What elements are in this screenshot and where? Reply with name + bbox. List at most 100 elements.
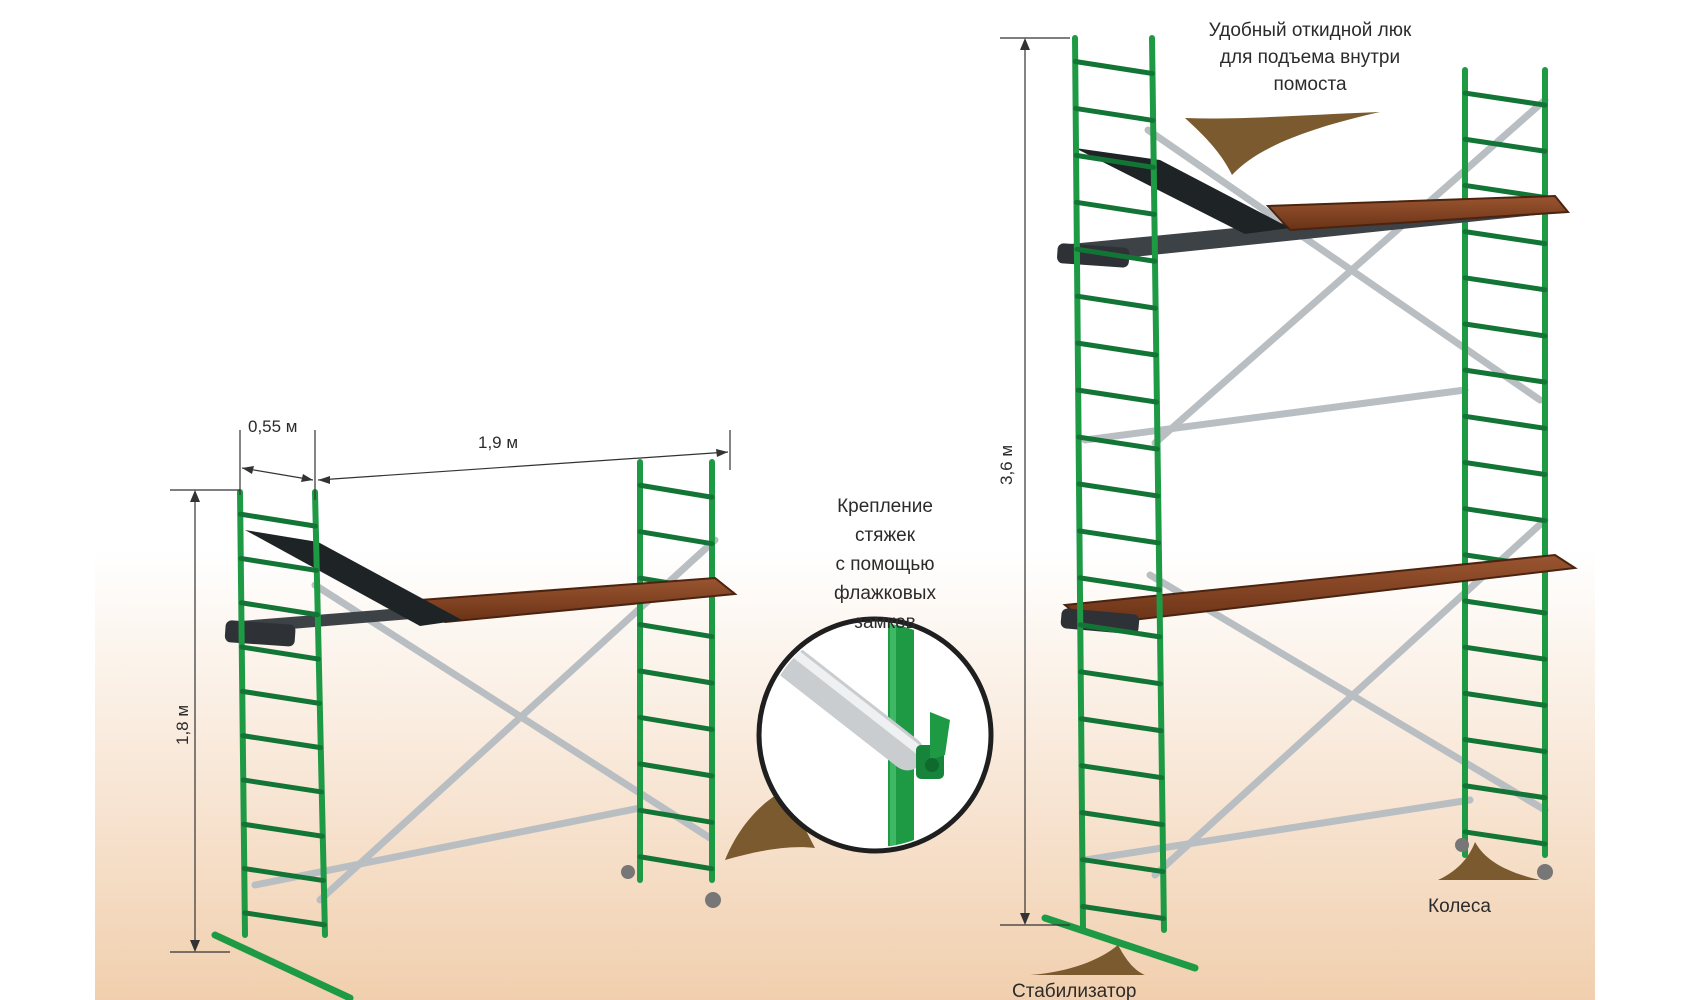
small-front-ladder-rung bbox=[241, 866, 326, 884]
large-brace-3 bbox=[1081, 386, 1469, 444]
small-brace-3 bbox=[251, 804, 644, 889]
clamp-detail-callout bbox=[725, 616, 994, 860]
large-dimension-lines bbox=[1000, 37, 1070, 926]
small-front-ladder-rung bbox=[238, 600, 320, 618]
hatch-annotation-line: помоста bbox=[1273, 74, 1346, 95]
small-front-ladder-frame bbox=[237, 489, 328, 938]
small-back-ladder-rung bbox=[637, 714, 715, 732]
large-stabilizer-foot bbox=[1041, 914, 1199, 972]
small-front-ladder-rung bbox=[239, 688, 322, 706]
hatch-annotation-line: для подъема внутри bbox=[1220, 47, 1400, 68]
small-front-ladder-upright-left bbox=[237, 489, 248, 938]
large-front-ladder-rung bbox=[1073, 105, 1156, 123]
upper-hatch-lid bbox=[1075, 148, 1290, 234]
wheels-callout-pointer bbox=[1438, 842, 1540, 880]
small-front-ladder-rung bbox=[240, 733, 323, 751]
large-back-ladder-rung bbox=[1462, 182, 1548, 200]
large-back-ladder-rung bbox=[1462, 506, 1548, 524]
flag-lock bbox=[916, 712, 950, 779]
small-back-ladder-rung bbox=[637, 668, 715, 686]
large-front-ladder-rung bbox=[1074, 293, 1158, 311]
small-front-ladder-rung bbox=[239, 644, 321, 662]
large-front-ladder-rung bbox=[1075, 387, 1160, 405]
large-wheel-front bbox=[1537, 864, 1553, 880]
small-front-ladder-rung bbox=[237, 511, 318, 529]
small-back-ladder-rung bbox=[637, 482, 715, 500]
stabilizer-callout-pointer bbox=[1030, 945, 1145, 975]
large-front-ladder-rung bbox=[1080, 904, 1167, 922]
clamp-annotation-line: Крепление bbox=[837, 496, 933, 517]
large-back-ladder-rung bbox=[1462, 229, 1548, 247]
small-front-ladder-rung bbox=[241, 821, 325, 839]
small-brace-1 bbox=[311, 581, 714, 842]
large-brace-4 bbox=[1146, 571, 1549, 814]
small-back-ladder-rung bbox=[637, 622, 715, 640]
large-back-ladder-rung bbox=[1462, 321, 1548, 339]
large-front-ladder-rung bbox=[1078, 669, 1164, 687]
large-front-ladder-rung bbox=[1076, 434, 1160, 452]
small-wheel-back bbox=[621, 865, 635, 879]
length-dimension-label: 1,9 м bbox=[478, 433, 518, 452]
large-front-ladder-rung bbox=[1078, 716, 1164, 734]
hatch-annotation: Удобный откидной люк для подъема внутри по… bbox=[1209, 20, 1412, 95]
large-back-ladder-rung bbox=[1462, 644, 1548, 662]
large-back-ladder-rung bbox=[1462, 737, 1548, 755]
clamp-annotation-line: с помощью bbox=[835, 554, 934, 575]
wheels-label: Колеса bbox=[1428, 896, 1491, 917]
small-front-ladder-upright-right bbox=[312, 489, 328, 938]
width-dimension-label: 0,55 м bbox=[248, 417, 298, 436]
small-hatch-lid bbox=[245, 530, 462, 626]
large-front-ladder-rung bbox=[1076, 481, 1161, 499]
large-back-ladder-rung bbox=[1462, 275, 1548, 293]
small-front-ladder-rung bbox=[238, 555, 319, 573]
small-front-ladder-rung bbox=[240, 777, 324, 795]
large-back-ladder-rung bbox=[1462, 783, 1548, 801]
large-front-ladder-rung bbox=[1077, 622, 1163, 640]
large-front-ladder-rung bbox=[1079, 857, 1166, 875]
clamp-annotation: Крепление стяжек с помощью флажковых замков bbox=[834, 496, 936, 633]
large-back-ladder-rung bbox=[1462, 598, 1548, 616]
small-back-ladder-rung bbox=[637, 529, 715, 547]
large-wheel-back bbox=[1455, 838, 1469, 852]
large-front-ladder-rung bbox=[1077, 575, 1162, 593]
small-dimension-lines bbox=[170, 430, 731, 953]
large-brace-1 bbox=[1144, 126, 1544, 404]
large-front-ladder-rung bbox=[1079, 763, 1165, 781]
large-height-dimension-label: 3,6 м bbox=[997, 445, 1016, 485]
large-back-ladder-rung bbox=[1462, 413, 1548, 431]
small-front-ladder-rung bbox=[242, 910, 327, 928]
large-back-ladder-rung bbox=[1462, 90, 1548, 108]
large-brace-2 bbox=[1151, 96, 1549, 447]
small-wheel-front bbox=[705, 892, 721, 908]
clamp-annotation-line: флажковых bbox=[834, 583, 936, 604]
large-back-ladder-rung bbox=[1462, 690, 1548, 708]
hatch-callout-pointer bbox=[1185, 112, 1380, 175]
large-brace-6 bbox=[1081, 796, 1474, 864]
large-back-ladder-rung bbox=[1462, 136, 1548, 154]
large-front-ladder-rung bbox=[1074, 246, 1158, 264]
small-stabilizer-foot bbox=[211, 931, 354, 1000]
large-front-ladder-rung bbox=[1072, 58, 1155, 76]
small-back-ladder-rung bbox=[637, 761, 715, 779]
large-front-ladder-rung bbox=[1073, 199, 1157, 217]
stabilizer-label: Стабилизатор bbox=[1012, 981, 1136, 1000]
large-back-ladder-rung bbox=[1462, 460, 1548, 477]
large-front-ladder-rung bbox=[1075, 340, 1159, 358]
detail-brace-tube bbox=[767, 637, 928, 771]
large-front-ladder-rung bbox=[1076, 528, 1162, 546]
large-front-ladder-rung bbox=[1073, 152, 1157, 170]
hatch-annotation-line: Удобный откидной люк bbox=[1209, 20, 1412, 41]
small-back-ladder-frame bbox=[637, 459, 715, 883]
upper-deck-board bbox=[1265, 194, 1570, 232]
small-back-ladder-rung bbox=[637, 807, 715, 825]
large-diagonal-braces bbox=[1081, 96, 1549, 879]
small-height-dimension-label: 1,8 м bbox=[173, 705, 192, 745]
clamp-annotation-line: стяжек bbox=[855, 525, 916, 546]
large-back-ladder-rung bbox=[1462, 367, 1548, 385]
large-front-ladder-upright-right bbox=[1149, 35, 1167, 933]
clamp-annotation-line: замков bbox=[854, 612, 916, 633]
large-back-ladder-rung bbox=[1462, 829, 1548, 847]
large-front-ladder-rung bbox=[1079, 810, 1165, 828]
